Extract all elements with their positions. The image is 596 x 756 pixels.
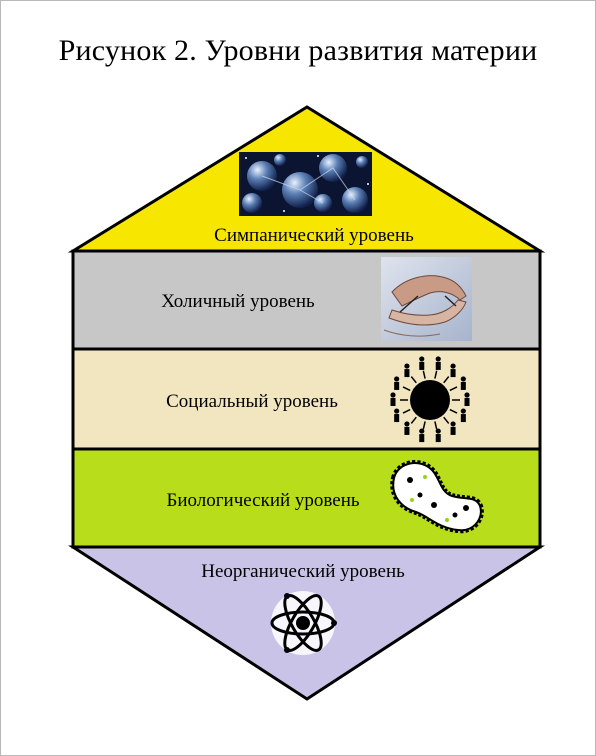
connector-line bbox=[443, 376, 450, 384]
person-figure-icon bbox=[435, 428, 441, 443]
person-figure-icon bbox=[404, 363, 410, 378]
level-holic-label: Холичный уровень bbox=[161, 291, 315, 312]
bubbles-cosmos-icon bbox=[239, 152, 372, 216]
person-figure-icon bbox=[404, 421, 410, 435]
person-figure-icon bbox=[450, 421, 456, 435]
connector-line bbox=[422, 370, 426, 379]
person-figure-icon bbox=[464, 392, 470, 406]
level-social-band bbox=[71, 347, 542, 451]
connector-line bbox=[449, 386, 458, 392]
person-figure-icon bbox=[460, 376, 466, 390]
connector-line bbox=[434, 421, 438, 430]
person-figure-icon bbox=[390, 392, 396, 406]
connector-line bbox=[443, 416, 450, 424]
figure-title: Рисунок 2. Уровни развития материи bbox=[58, 34, 538, 67]
connector-line bbox=[410, 416, 417, 424]
level-social-label: Социальный уровень bbox=[166, 391, 338, 412]
person-figure-icon bbox=[394, 376, 400, 390]
person-figure-icon bbox=[419, 428, 425, 443]
connector-line bbox=[410, 376, 417, 384]
connector-line bbox=[402, 386, 411, 392]
hand-drawing-hand-icon bbox=[381, 257, 472, 341]
person-figure-icon bbox=[419, 356, 425, 370]
people-around-circle-icon bbox=[390, 356, 470, 443]
level-sympanic-label: Симпанический уровень bbox=[214, 225, 414, 246]
person-figure-icon bbox=[450, 363, 456, 378]
person-figure-icon bbox=[435, 356, 441, 370]
person-figure-icon bbox=[460, 408, 466, 423]
bacterium-icon bbox=[390, 460, 484, 534]
connector-line bbox=[422, 421, 426, 430]
connector-line bbox=[434, 370, 438, 379]
person-figure-icon bbox=[394, 408, 400, 423]
atom-icon bbox=[270, 591, 337, 655]
connector-line bbox=[402, 408, 411, 414]
level-inorganic-label: Неорганический уровень bbox=[201, 561, 405, 582]
level-biological-label: Биологический уровень bbox=[166, 490, 359, 511]
connector-line bbox=[449, 408, 458, 414]
